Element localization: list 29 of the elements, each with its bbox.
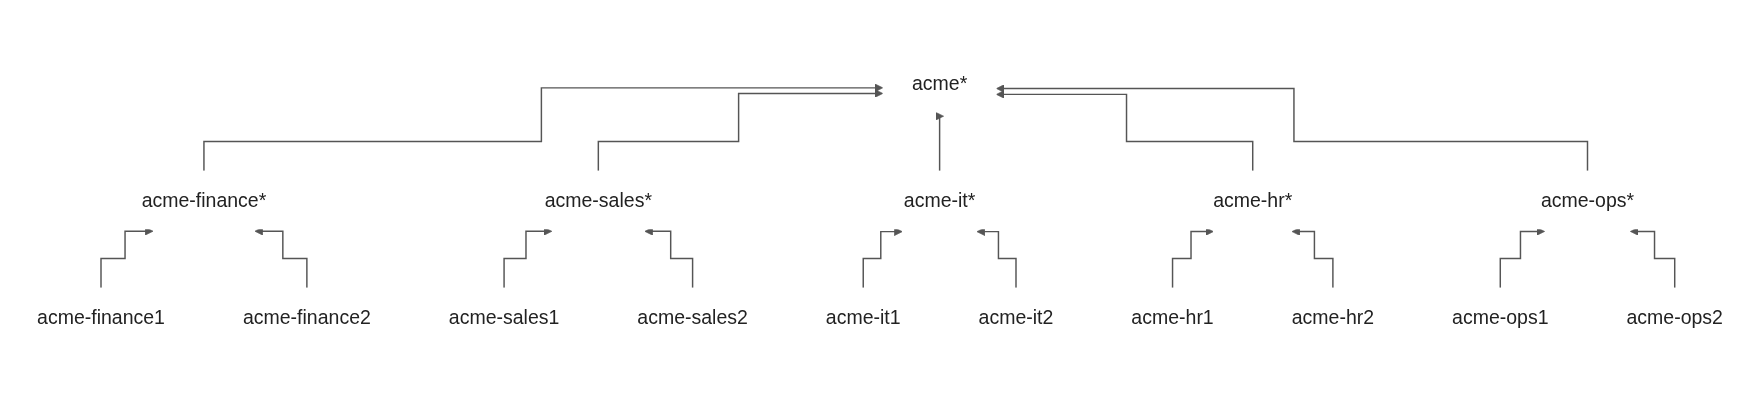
- arrow: [976, 227, 1017, 289]
- node-text: acme-hr*: [1213, 189, 1293, 211]
- arrow: [1171, 227, 1214, 289]
- node-text: acme-hr1: [1131, 306, 1214, 328]
- node-text: acme-sales1: [448, 306, 560, 328]
- node-text: acme-finance2: [242, 306, 371, 328]
- arrow: [203, 83, 884, 172]
- arrow: [996, 90, 1254, 172]
- node-text: acme-ops1: [1452, 306, 1549, 328]
- node-text: acme-finance1: [37, 306, 165, 328]
- node-text: acme-it*: [903, 189, 976, 211]
- arrow: [1291, 227, 1334, 289]
- node-text: acme-sales2: [637, 306, 748, 328]
- node-text: acme-finance*: [141, 189, 267, 211]
- arrow: [644, 227, 694, 289]
- node-text: acme-ops2: [1626, 306, 1723, 328]
- node-text: acme-it2: [978, 306, 1054, 328]
- arrow: [862, 227, 903, 289]
- arrow: [1630, 227, 1676, 289]
- node-text: acme-sales*: [544, 189, 652, 211]
- arrow: [935, 111, 944, 172]
- node-text: acme-ops*: [1540, 189, 1635, 211]
- arrow: [1499, 227, 1545, 289]
- node-text: acme-it1: [825, 306, 901, 328]
- arrow: [503, 227, 553, 289]
- node-text: acme-hr2: [1291, 306, 1375, 328]
- node-text: acme*: [911, 72, 968, 94]
- arrow: [996, 84, 1589, 172]
- arrow: [597, 89, 884, 172]
